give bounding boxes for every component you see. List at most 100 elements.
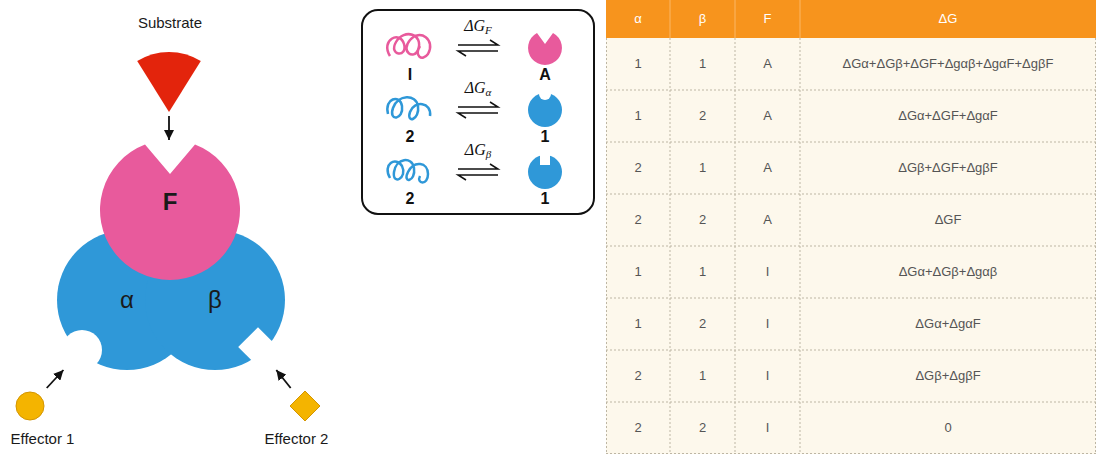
- label-text: A: [539, 65, 551, 84]
- subscript: β: [486, 148, 491, 160]
- table-cell: I: [766, 264, 770, 280]
- table-header-band: [606, 0, 1096, 38]
- table-rule: [606, 350, 1096, 351]
- effector-1-shape: [16, 392, 44, 420]
- node-label: β: [208, 286, 222, 315]
- symbol: ΔG: [465, 79, 486, 96]
- table-cell: 1: [634, 264, 641, 280]
- beta-site-notch: [540, 154, 550, 165]
- label-text: ΔGF: [464, 16, 492, 37]
- table-rule: [735, 38, 736, 454]
- table-cell: 1: [634, 56, 641, 72]
- table-cell: 2: [699, 108, 706, 124]
- free-energy-label: ΔGF: [464, 16, 492, 37]
- table-rule: [1095, 38, 1096, 454]
- table-cell: 2: [634, 160, 641, 176]
- effector-diamond: Effector 2: [258, 388, 335, 448]
- table-cell: α: [634, 11, 642, 27]
- table-cell: 2: [699, 316, 706, 332]
- folded-beta-shape: [528, 155, 562, 189]
- table-rule: [735, 0, 736, 38]
- state-label: I: [408, 65, 412, 84]
- alpha-site-notch: [539, 88, 551, 100]
- label-text: 1: [699, 56, 706, 72]
- table-cell: A: [763, 108, 772, 124]
- table-cell: 1: [699, 56, 706, 72]
- forward-harpoon: [458, 40, 498, 45]
- label-text: 2: [634, 212, 641, 228]
- effector-2-shape: [290, 391, 320, 421]
- table-header-text: F: [764, 11, 772, 27]
- table-cell: I: [766, 420, 770, 436]
- table-rule: [800, 0, 801, 38]
- label-text: ΔGα+ΔGβ+Δgαβ: [899, 264, 998, 280]
- symbol: ΔG: [465, 141, 486, 158]
- free-energy-label: ΔGβ: [465, 140, 491, 161]
- table-cell: ΔGα+ΔgαF: [915, 316, 980, 332]
- forward-harpoon: [458, 102, 498, 107]
- subscript: F: [485, 24, 492, 36]
- table-cell: ΔG: [939, 11, 958, 27]
- label-text: 1: [699, 160, 706, 176]
- state-label: 2: [406, 127, 415, 146]
- node-label: F: [163, 188, 178, 217]
- table-cell: ΔGα+ΔGF+ΔgαF: [898, 108, 998, 124]
- folded-alpha-shape: [528, 93, 562, 127]
- table-cell: β: [699, 11, 706, 27]
- label-text: 2: [699, 420, 706, 436]
- label-text: 1: [634, 108, 641, 124]
- table-cell: 2: [699, 420, 706, 436]
- mechanism-frame: [362, 10, 594, 214]
- label-text: 1: [541, 189, 550, 208]
- substrate-wedge: Substrate: [120, 14, 220, 116]
- label-text: 2: [699, 316, 706, 332]
- label-text: A: [763, 212, 772, 228]
- table-rule: [606, 402, 1096, 403]
- table-cell: 2: [634, 212, 641, 228]
- table-cell: 2: [634, 420, 641, 436]
- table-cell: A: [763, 160, 772, 176]
- table-cell: 1: [699, 160, 706, 176]
- table-cell: A: [763, 212, 772, 228]
- table-cell: ΔGα+ΔGβ+ΔGF+Δgαβ+ΔgαF+ΔgβF: [843, 56, 1054, 72]
- folded-f-shape: [528, 33, 562, 65]
- table-rule: [800, 38, 801, 454]
- table-cell: 1: [699, 264, 706, 280]
- table-rule: [670, 38, 671, 454]
- label-text: I: [408, 65, 412, 84]
- label-text: 1: [699, 368, 706, 384]
- node-label: Substrate: [138, 14, 202, 32]
- binding-arrow: [47, 370, 64, 388]
- beta-domain-shape: [145, 230, 285, 370]
- equilibrium-harpoons: [458, 164, 498, 180]
- label-text: ΔGβ: [465, 140, 491, 161]
- label-text: 2: [406, 127, 415, 146]
- label-text: 2: [634, 368, 641, 384]
- table-rule: [606, 246, 1096, 247]
- label-text: ΔGα+ΔgαF: [915, 316, 980, 332]
- label-text: A: [763, 160, 772, 176]
- label-text: 2: [634, 160, 641, 176]
- label-text: ΔGα: [465, 78, 492, 99]
- state-label: 2: [406, 189, 415, 208]
- label-text: I: [766, 368, 770, 384]
- table-cell: F: [764, 11, 772, 27]
- table-cell: 1: [634, 316, 641, 332]
- node-label: α: [120, 286, 134, 315]
- label-text: ΔGα+ΔGβ+ΔGF+Δgαβ+ΔgαF+ΔgβF: [843, 56, 1054, 72]
- table-cell: ΔGα+ΔGβ+Δgαβ: [899, 264, 998, 280]
- table-cell: ΔGβ+ΔgβF: [915, 368, 980, 384]
- state-label: 1: [541, 189, 550, 208]
- label-text: I: [766, 316, 770, 332]
- label-text: 1: [699, 264, 706, 280]
- label-text: 1: [541, 127, 550, 146]
- label-text: I: [766, 420, 770, 436]
- label-text: 1: [634, 56, 641, 72]
- label-text: ΔGα+ΔGF+ΔgαF: [898, 108, 998, 124]
- effector-circle: Effector 1: [5, 388, 80, 448]
- table-cell: ΔGβ+ΔGF+ΔgβF: [898, 160, 998, 176]
- unfolded-alpha-chain: [387, 97, 430, 119]
- label-text: 2: [634, 420, 641, 436]
- label-text: A: [763, 108, 772, 124]
- table-rule: [606, 298, 1096, 299]
